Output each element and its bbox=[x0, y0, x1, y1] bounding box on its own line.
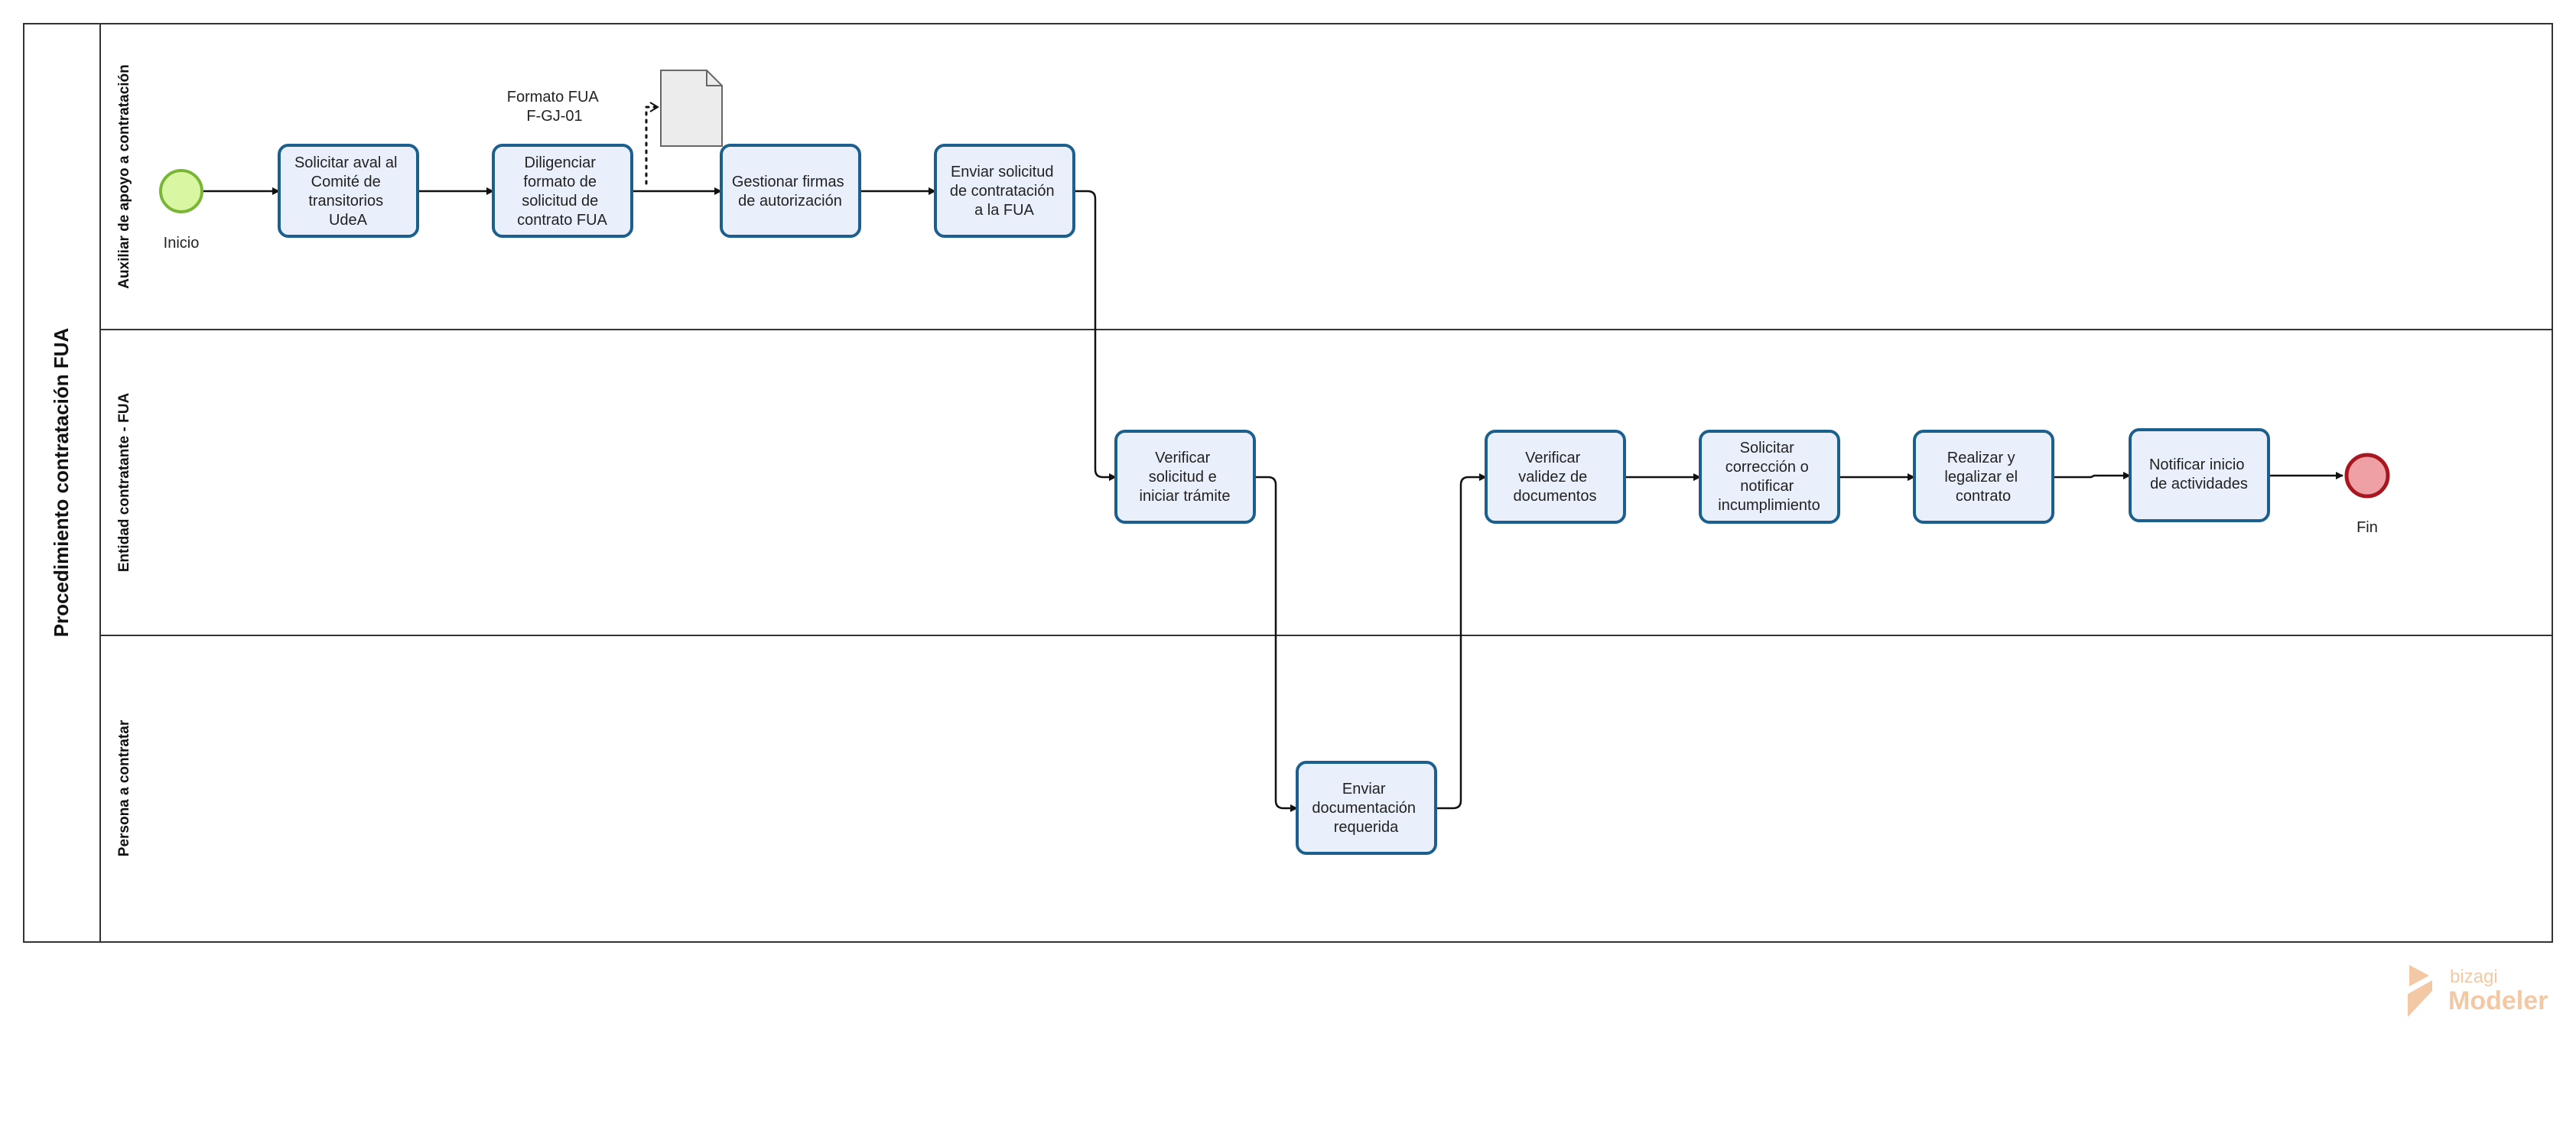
task-label: Notificar inicio de actividades bbox=[2149, 456, 2249, 492]
end-event-label: Fin bbox=[2356, 519, 2378, 536]
flow-t4-t5[interactable] bbox=[1074, 190, 1117, 481]
pool-title: Procedimiento contratación FUA bbox=[50, 328, 73, 638]
association-t2-artifact[interactable] bbox=[645, 102, 659, 185]
start-event[interactable]: Inicio bbox=[159, 169, 203, 252]
bizagi-watermark: bizagi Modeler bbox=[2408, 965, 2548, 1017]
watermark-brand: bizagi bbox=[2450, 966, 2498, 987]
task-verificar-validez[interactable]: Verificar validez de documentos bbox=[1485, 430, 1626, 524]
lane-auxiliar: Auxiliar de apoyo a contratación bbox=[100, 64, 2552, 330]
lane-entidad: Entidad contratante - FUA bbox=[100, 393, 2552, 636]
task-enviar-documentacion[interactable]: Enviar documentación requerida bbox=[1296, 761, 1437, 855]
bizagi-logo-icon bbox=[2408, 965, 2432, 1017]
flow-t5-t6[interactable] bbox=[1254, 476, 1298, 812]
task-label: Enviar solicitud de contratación a la FU… bbox=[950, 164, 1059, 219]
task-realizar-contrato[interactable]: Realizar y legalizar el contrato bbox=[1913, 430, 2054, 524]
lane-persona: Persona a contratar bbox=[116, 720, 132, 856]
sequence-flows bbox=[203, 187, 2343, 812]
start-event-label: Inicio bbox=[164, 235, 200, 252]
task-label: Verificar solicitud e iniciar trámite bbox=[1140, 450, 1231, 505]
lane-title-persona: Persona a contratar bbox=[116, 720, 132, 856]
task-label: Realizar y legalizar el contrato bbox=[1944, 450, 2021, 505]
task-solicitar-aval[interactable]: Solicitar aval al Comité de transitorios… bbox=[278, 144, 419, 238]
end-event[interactable]: Fin bbox=[2344, 453, 2390, 536]
task-label: Diligenciar formato de solicitud de cont… bbox=[517, 154, 607, 229]
document-icon bbox=[660, 70, 723, 147]
task-notificar-inicio[interactable]: Notificar inicio de actividades bbox=[2129, 428, 2270, 522]
task-label: Gestionar firmas de autorización bbox=[732, 174, 848, 210]
data-object-formato-fua[interactable]: Formato FUA F-GJ-01 bbox=[507, 70, 723, 147]
watermark-product: Modeler bbox=[2448, 986, 2548, 1015]
task-diligenciar-formato[interactable]: Diligenciar formato de solicitud de cont… bbox=[492, 144, 633, 238]
lane-title-entidad: Entidad contratante - FUA bbox=[116, 393, 132, 573]
task-gestionar-firmas[interactable]: Gestionar firmas de autorización bbox=[720, 144, 861, 238]
flow-t9-t10[interactable] bbox=[2053, 472, 2131, 479]
task-enviar-solicitud[interactable]: Enviar solicitud de contratación a la FU… bbox=[934, 144, 1075, 238]
task-label: Solicitar aval al Comité de transitorios… bbox=[294, 154, 402, 229]
task-label: Verificar validez de documentos bbox=[1514, 450, 1597, 505]
task-verificar-solicitud[interactable]: Verificar solicitud e iniciar trámite bbox=[1114, 430, 1256, 524]
artifact-label: Formato FUA F-GJ-01 bbox=[507, 89, 602, 125]
lane-title-auxiliar: Auxiliar de apoyo a contratación bbox=[116, 64, 132, 289]
flow-t6-t7[interactable] bbox=[1436, 473, 1487, 810]
task-label: Solicitar corrección o notificar incumpl… bbox=[1718, 440, 1820, 514]
task-label: Enviar documentación requerida bbox=[1312, 781, 1420, 836]
task-solicitar-correccion[interactable]: Solicitar corrección o notificar incumpl… bbox=[1699, 430, 1840, 524]
